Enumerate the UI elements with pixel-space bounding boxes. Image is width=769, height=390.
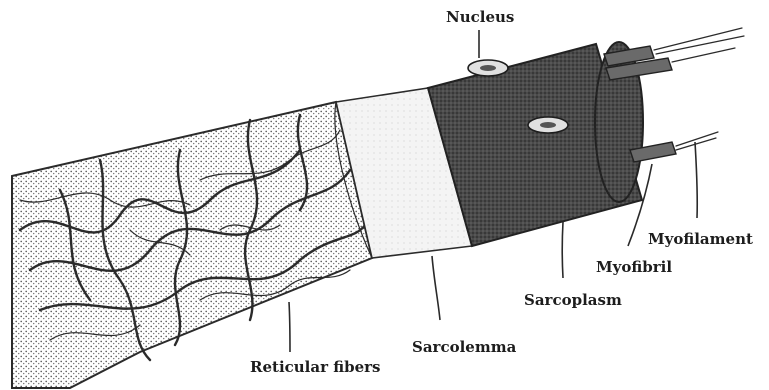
label-nucleus: Nucleus xyxy=(446,8,514,26)
label-reticular-fibers: Reticular fibers xyxy=(250,358,381,376)
label-myofibril: Myofibril xyxy=(596,258,672,276)
reticular-fiber-sheath xyxy=(12,102,372,388)
myofilaments xyxy=(654,28,744,150)
label-myofilament: Myofilament xyxy=(648,230,753,248)
label-sarcoplasm: Sarcoplasm xyxy=(524,291,622,309)
label-sarcolemma: Sarcolemma xyxy=(412,338,517,356)
